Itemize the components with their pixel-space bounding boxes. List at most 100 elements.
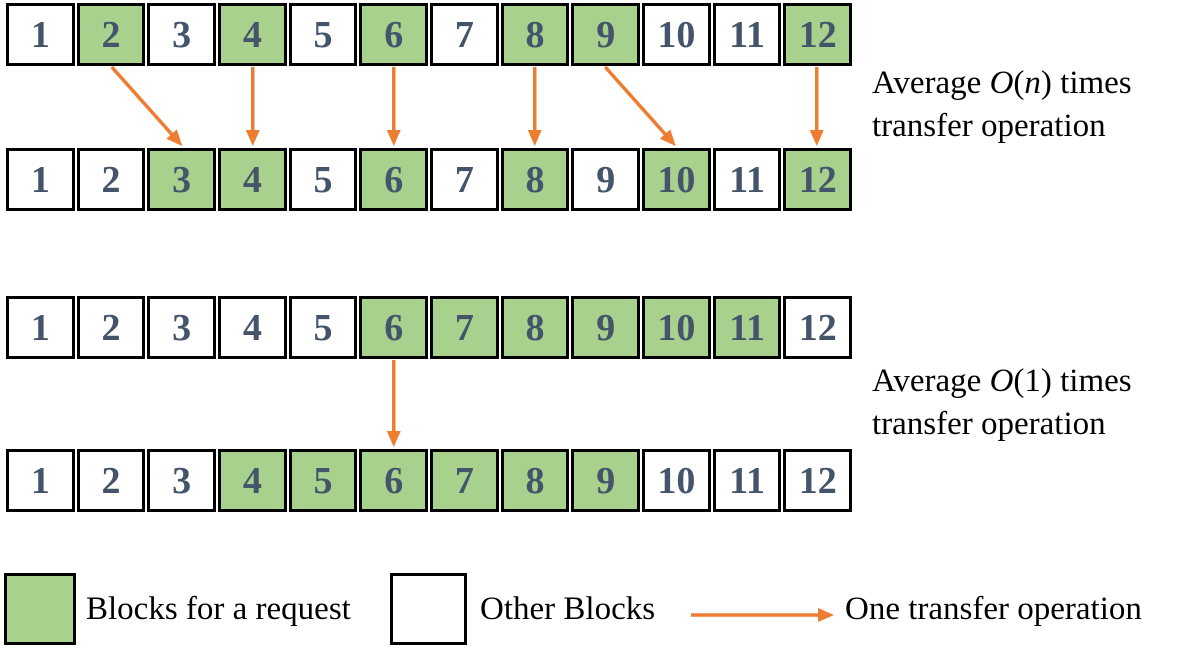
block-number: 12 xyxy=(798,459,837,502)
block-cell: 5 xyxy=(288,3,358,66)
block-number: 11 xyxy=(729,459,765,502)
block-number: 9 xyxy=(596,459,616,502)
block-cell: 5 xyxy=(288,296,358,359)
block-cell: 5 xyxy=(288,449,358,512)
block-number: 8 xyxy=(525,459,545,502)
block-number: 4 xyxy=(242,158,262,201)
block-number: 2 xyxy=(101,158,121,201)
block-number: 9 xyxy=(596,158,616,201)
annotation-text: (1) times xyxy=(1013,363,1132,399)
block-cell: 3 xyxy=(147,449,217,512)
block-cell: 7 xyxy=(430,3,499,66)
block-cell: 10 xyxy=(642,148,711,211)
block-number: 2 xyxy=(101,459,121,502)
block-number: 10 xyxy=(657,459,696,502)
block-number: 12 xyxy=(798,13,837,56)
legend-transfer-arrow-icon xyxy=(691,608,834,622)
block-number: 7 xyxy=(454,306,474,349)
legend-request-label: Blocks for a request xyxy=(86,590,351,627)
block-cell: 8 xyxy=(500,296,570,359)
transfer-arrow-icon xyxy=(245,67,260,146)
block-cell: 3 xyxy=(147,296,217,359)
block-number: 3 xyxy=(172,158,192,201)
annotation-line1: Average O(n) times xyxy=(872,62,1182,105)
block-number: 8 xyxy=(525,306,545,349)
block-number: 6 xyxy=(384,306,404,349)
block-number: 10 xyxy=(657,306,696,349)
block-cell: 12 xyxy=(783,449,853,512)
transfer-arrow-icon xyxy=(809,67,824,146)
block-number: 10 xyxy=(657,13,696,56)
block-number: 11 xyxy=(729,306,765,349)
block-number: 7 xyxy=(454,158,474,201)
block-number: 2 xyxy=(101,13,121,56)
block-cell: 11 xyxy=(712,148,782,211)
block-cell: 9 xyxy=(571,148,641,211)
block-cell: 10 xyxy=(642,296,711,359)
block-number: 7 xyxy=(454,459,474,502)
transfer-arrow-icon xyxy=(110,65,183,146)
block-cell: 8 xyxy=(500,449,570,512)
legend-arrow-label: One transfer operation xyxy=(845,590,1142,627)
annotation-line1: Average O(1) times xyxy=(872,360,1182,403)
block-number: 5 xyxy=(313,459,333,502)
block-cell: 6 xyxy=(359,148,429,211)
block-cell: 7 xyxy=(430,449,499,512)
block-cell: 1 xyxy=(6,148,75,211)
block-cell: 2 xyxy=(76,3,146,66)
block-cell: 7 xyxy=(430,296,499,359)
block-number: 8 xyxy=(525,158,545,201)
block-number: 5 xyxy=(313,158,333,201)
annotation-line2: transfer operation xyxy=(872,406,1106,442)
block-number: 3 xyxy=(172,13,192,56)
block-number: 6 xyxy=(384,158,404,201)
block-cell: 9 xyxy=(571,3,641,66)
annotation-text: ( xyxy=(1013,65,1025,101)
block-number: 6 xyxy=(384,459,404,502)
block-cell: 11 xyxy=(712,296,782,359)
block-number: 9 xyxy=(596,13,616,56)
block-cell: 8 xyxy=(500,3,570,66)
block-cell: 5 xyxy=(288,148,358,211)
block-cell: 9 xyxy=(571,449,641,512)
transfer-arrow-icon xyxy=(386,67,401,146)
block-cell: 4 xyxy=(218,148,287,211)
block-number: 7 xyxy=(454,13,474,56)
transfer-arrow-icon xyxy=(603,65,676,146)
block-cell: 7 xyxy=(430,148,499,211)
block-number: 2 xyxy=(101,306,121,349)
block-number: 1 xyxy=(30,306,50,349)
block-number: 3 xyxy=(172,459,192,502)
block-cell: 12 xyxy=(783,3,853,66)
block-number: 12 xyxy=(798,306,837,349)
legend-other-label: Other Blocks xyxy=(480,590,656,627)
block-cell: 8 xyxy=(500,148,570,211)
block-number: 5 xyxy=(313,13,333,56)
other-block-swatch xyxy=(390,573,467,645)
block-cell: 9 xyxy=(571,296,641,359)
annotation-text: Average xyxy=(872,363,990,399)
annotation-line2: transfer operation xyxy=(872,108,1106,144)
block-number: 1 xyxy=(30,158,50,201)
block-number: 4 xyxy=(242,13,262,56)
block-number: 3 xyxy=(172,306,192,349)
block-cell: 6 xyxy=(359,296,429,359)
block-cell: 11 xyxy=(712,449,782,512)
block-cell: 2 xyxy=(76,449,146,512)
math-symbol: O xyxy=(989,65,1014,101)
block-number: 12 xyxy=(798,158,837,201)
block-cell: 11 xyxy=(712,3,782,66)
block-cell: 12 xyxy=(783,148,853,211)
block-cell: 2 xyxy=(76,296,146,359)
block-cell: 1 xyxy=(6,449,75,512)
block-number: 1 xyxy=(30,459,50,502)
block-number: 4 xyxy=(242,459,262,502)
block-number: 9 xyxy=(596,306,616,349)
